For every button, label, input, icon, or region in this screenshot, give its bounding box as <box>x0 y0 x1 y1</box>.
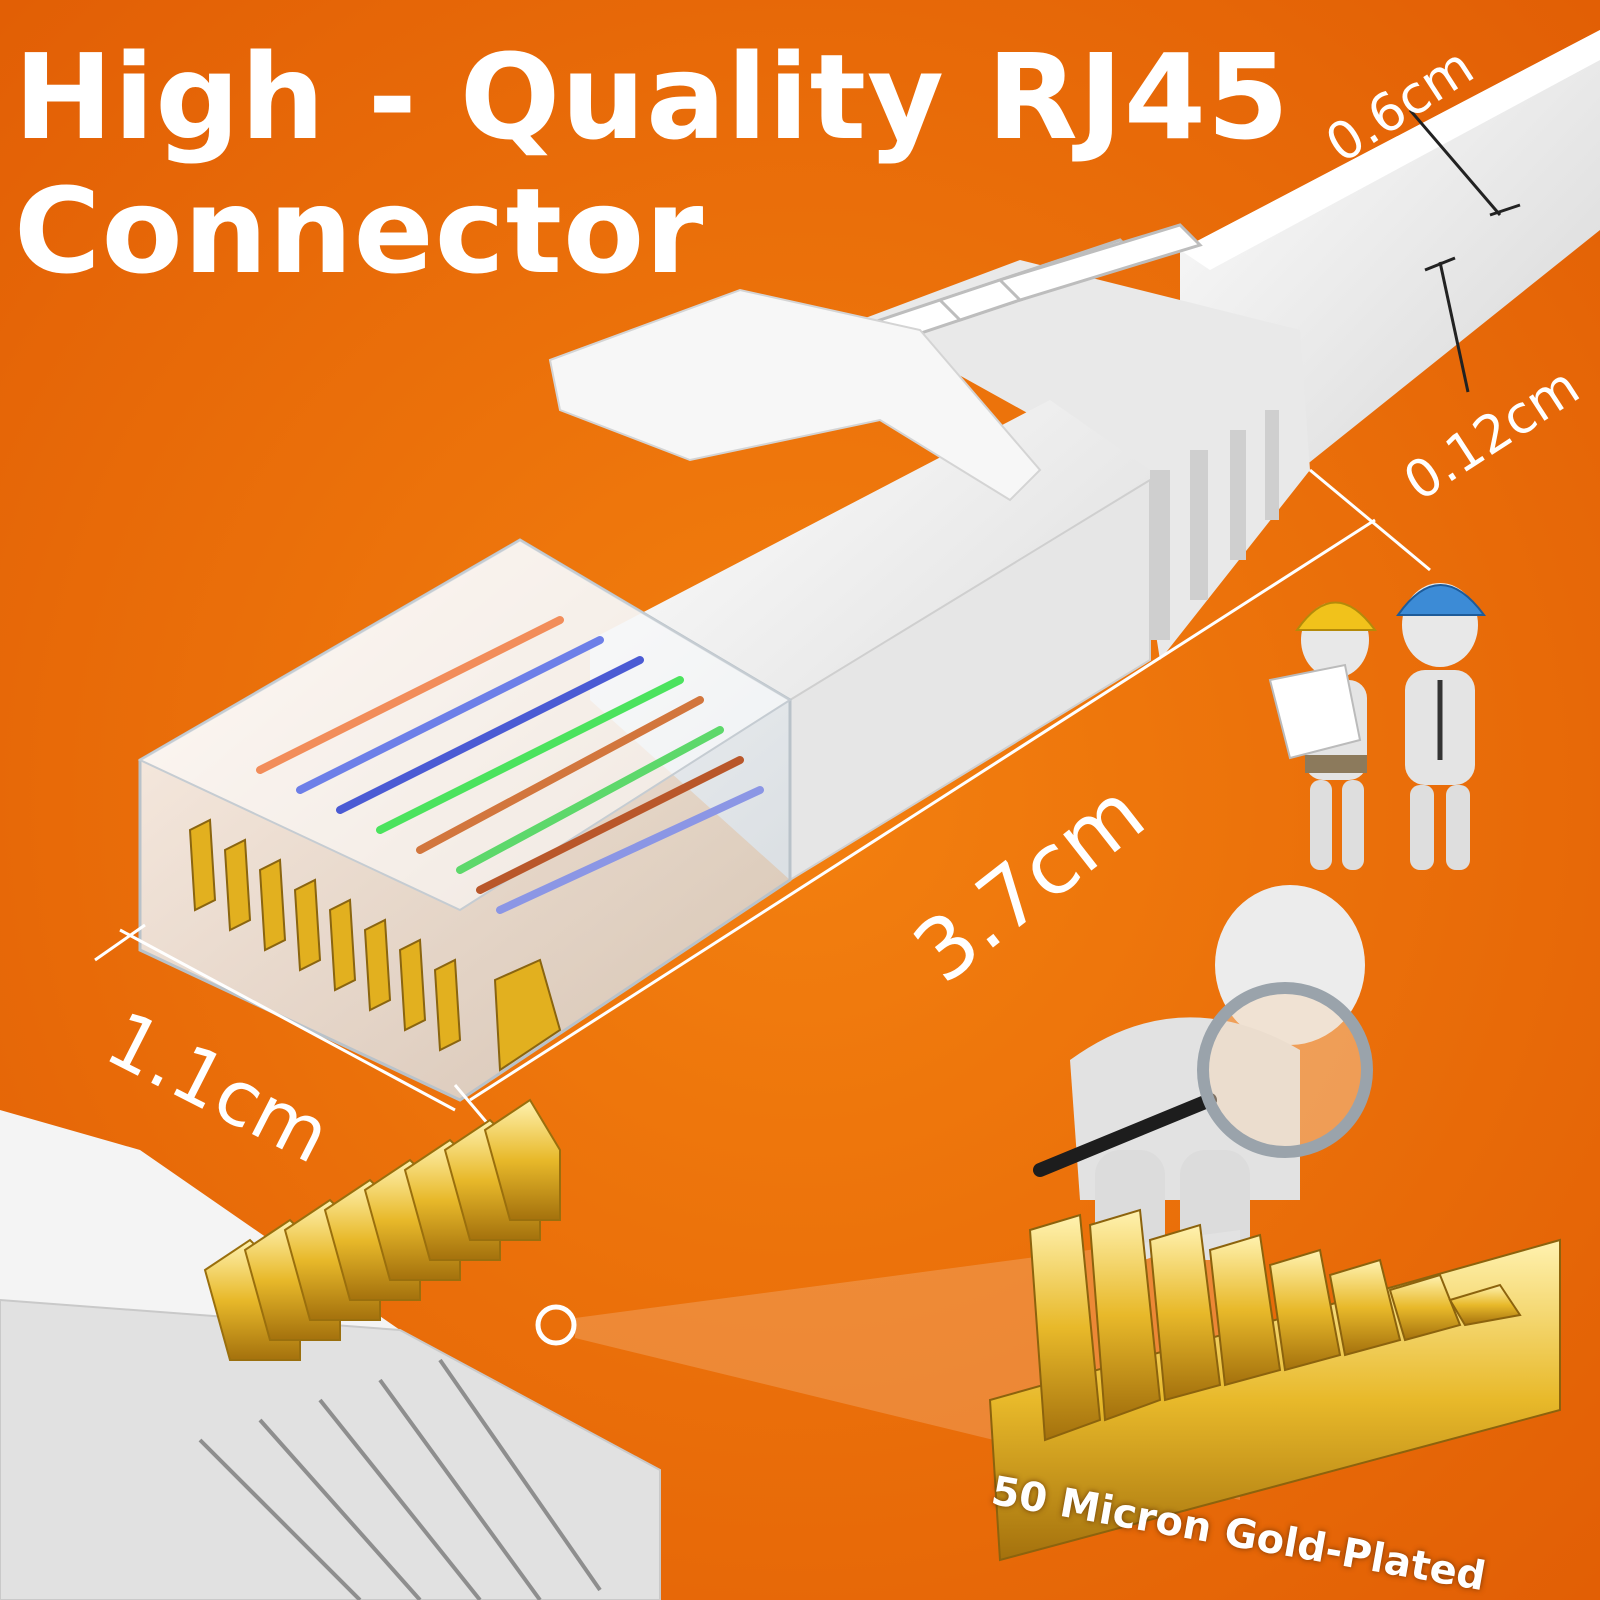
cable-dimension-lines <box>1408 109 1521 393</box>
callout-dot <box>535 1304 577 1346</box>
engineer-figures <box>1268 583 1486 870</box>
plug-closeup <box>0 1098 1240 1600</box>
headline-line-1: High - Quality RJ45 <box>14 28 1291 166</box>
strain-relief-boot <box>860 223 1310 660</box>
rj45-plug-head <box>137 538 792 1102</box>
closeup-gold-pins <box>203 1098 561 1361</box>
engineer-left <box>1268 601 1377 870</box>
magnifier-icon <box>1197 982 1373 1158</box>
colored-wires <box>256 616 764 914</box>
headline-line-2: Connector <box>14 162 705 300</box>
inspector-figure <box>1033 885 1373 1260</box>
gold-pins <box>188 818 562 1072</box>
engineer-right <box>1396 583 1486 870</box>
gold-contact-bar <box>988 1208 1561 1562</box>
